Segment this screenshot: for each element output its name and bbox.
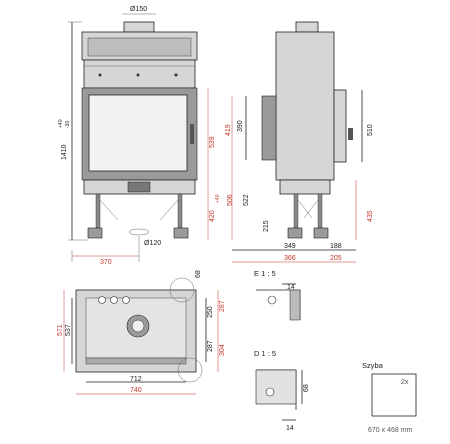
flue-diameter-label: Ø150 [130, 6, 147, 13]
dim-419: 419 [225, 124, 232, 136]
plan-dim-571: 571 [57, 324, 64, 336]
svg-text:14: 14 [287, 284, 295, 291]
plan-dim-304: 304 [219, 344, 226, 356]
dim-215: 215 [263, 220, 270, 232]
dim-390: 390 [237, 120, 244, 132]
left-leg [87, 227, 103, 239]
front-view: Ø150 1410 +40 -30 539 420 +40 [58, 6, 221, 266]
glass-size: 670 x 468 mm [368, 427, 413, 434]
svg-text:14: 14 [286, 425, 294, 432]
front-height-1410: 1410 [61, 144, 68, 160]
plan-dim-250: 250 [207, 306, 214, 318]
dim-522: 522 [243, 194, 250, 206]
dim-349: 349 [284, 243, 296, 250]
svg-text:+40: +40 [215, 194, 221, 203]
plan-view: 68 250 287 287 304 571 537 712 740 [57, 270, 226, 395]
detail-e-title: E 1 : 5 [254, 269, 276, 278]
side-body [275, 31, 335, 181]
bottom-flue-diameter: Ø120 [144, 240, 161, 247]
door-handle [190, 124, 194, 144]
plan-dim-287b: 287 [207, 340, 214, 352]
glass-pane [371, 373, 417, 417]
dim-205: 205 [330, 255, 342, 262]
glass-spec: Szyba 2x 670 x 468 mm [362, 361, 417, 434]
flue-collar [123, 21, 155, 33]
side-view: 390 419 506 522 215 510 435 349 188 366 … [225, 21, 374, 263]
glass-count: 2x [401, 379, 409, 386]
plan-dim-287a: 287 [219, 300, 226, 312]
right-leg [173, 227, 189, 239]
detail-e: E 1 : 5 14 [254, 269, 301, 321]
dim-188: 188 [330, 243, 342, 250]
svg-text:68: 68 [195, 270, 202, 278]
svg-text:-30: -30 [65, 121, 71, 128]
svg-text:+40: +40 [58, 119, 64, 128]
leg-offset-370: 370 [100, 259, 112, 266]
glass-title: Szyba [362, 361, 384, 370]
detail-d-title: D 1 : 5 [254, 349, 276, 358]
svg-text:68: 68 [303, 384, 310, 392]
plan-dim-712: 712 [130, 376, 142, 383]
dim-506: 506 [227, 194, 234, 206]
detail-e-marker [169, 277, 195, 303]
side-door [261, 95, 277, 161]
dim-510: 510 [367, 124, 374, 136]
glass-height-539: 539 [209, 136, 216, 148]
dim-366: 366 [284, 255, 296, 262]
plan-dim-537: 537 [65, 324, 72, 336]
dim-435: 435 [367, 210, 374, 222]
door-glass [88, 94, 188, 172]
detail-d: D 1 : 5 68 14 [254, 349, 310, 432]
side-rear-panel [333, 89, 347, 163]
lower-height-420: 420 [209, 210, 216, 222]
detail-d-marker [177, 357, 203, 383]
plan-dim-740: 740 [130, 387, 142, 394]
